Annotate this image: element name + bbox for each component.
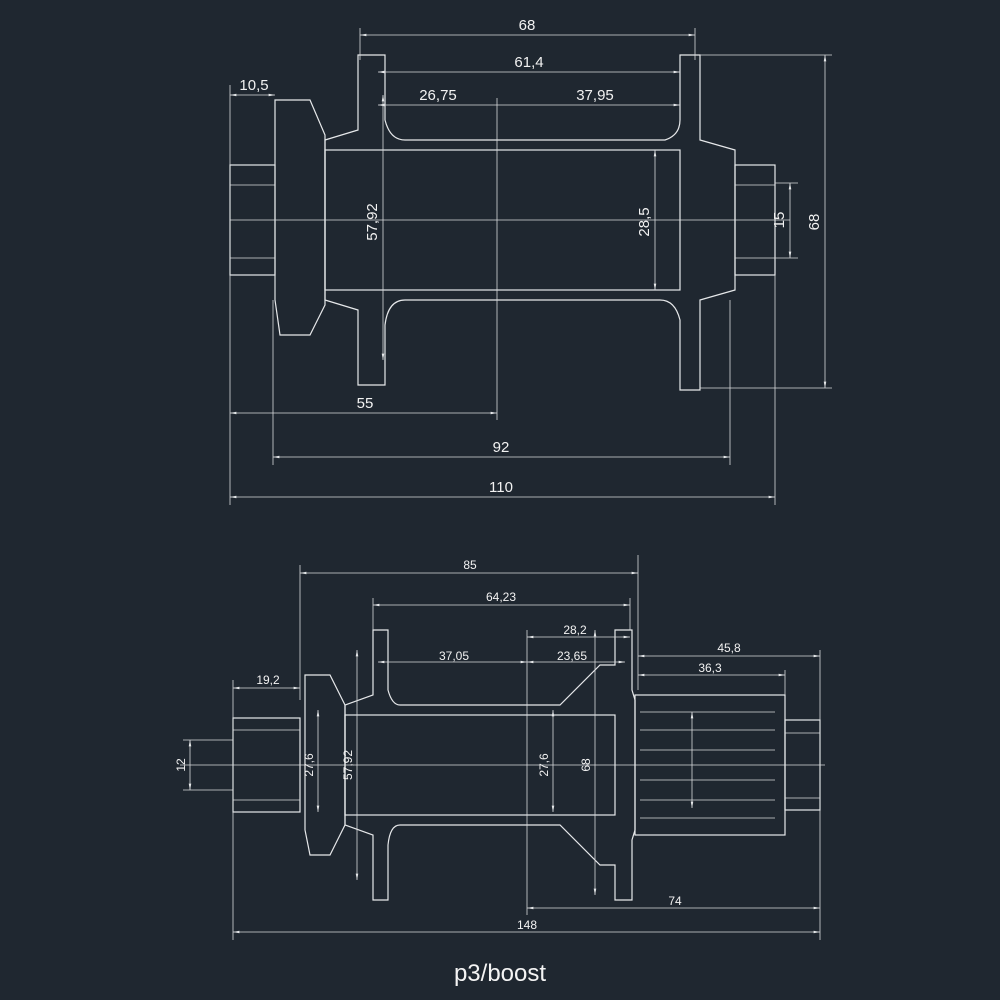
front-hub-outline xyxy=(229,54,790,391)
dim-26-75: 26,75 xyxy=(419,87,457,104)
dim-37-05: 37,05 xyxy=(439,649,469,663)
rear-hub-outline xyxy=(180,629,825,901)
dim-10-5: 10,5 xyxy=(239,77,268,94)
dim-68-rear: 68 xyxy=(579,758,593,772)
drawing-caption: p3/boost xyxy=(453,960,547,987)
dim-74: 74 xyxy=(668,894,682,908)
dim-55: 55 xyxy=(357,395,374,412)
dim-27-6-right: 27,6 xyxy=(537,753,551,777)
dim-68: 68 xyxy=(519,17,536,34)
dim-36-3: 36,3 xyxy=(698,661,722,675)
dim-45-8: 45,8 xyxy=(717,641,741,655)
dim-19-2: 19,2 xyxy=(256,673,280,687)
dim-28-5: 28,5 xyxy=(636,207,653,236)
dim-23-65: 23,65 xyxy=(557,649,587,663)
dim-57-92: 57,92 xyxy=(364,203,381,241)
dim-110: 110 xyxy=(489,479,513,496)
dim-64-23: 64,23 xyxy=(486,590,516,604)
dim-85: 85 xyxy=(463,558,477,572)
dim-27-6-left: 27,6 xyxy=(302,753,316,777)
dim-92: 92 xyxy=(493,439,510,456)
dim-57-92-rear: 57,92 xyxy=(341,750,355,780)
dim-68-vertical: 68 xyxy=(806,214,823,231)
dim-12: 12 xyxy=(174,758,188,772)
front-hub-dimensions: 68 61,4 26,75 37,95 10,5 55 92 110 57,92… xyxy=(229,17,832,505)
dim-61-4: 61,4 xyxy=(514,54,543,71)
dim-148: 148 xyxy=(517,918,537,932)
dim-28-2: 28,2 xyxy=(563,623,587,637)
dim-15: 15 xyxy=(771,212,788,229)
rear-hub-dimensions: 85 64,23 28,2 37,05 23,65 45,8 36,3 19,2… xyxy=(174,555,821,940)
dim-37-95: 37,95 xyxy=(576,87,614,104)
